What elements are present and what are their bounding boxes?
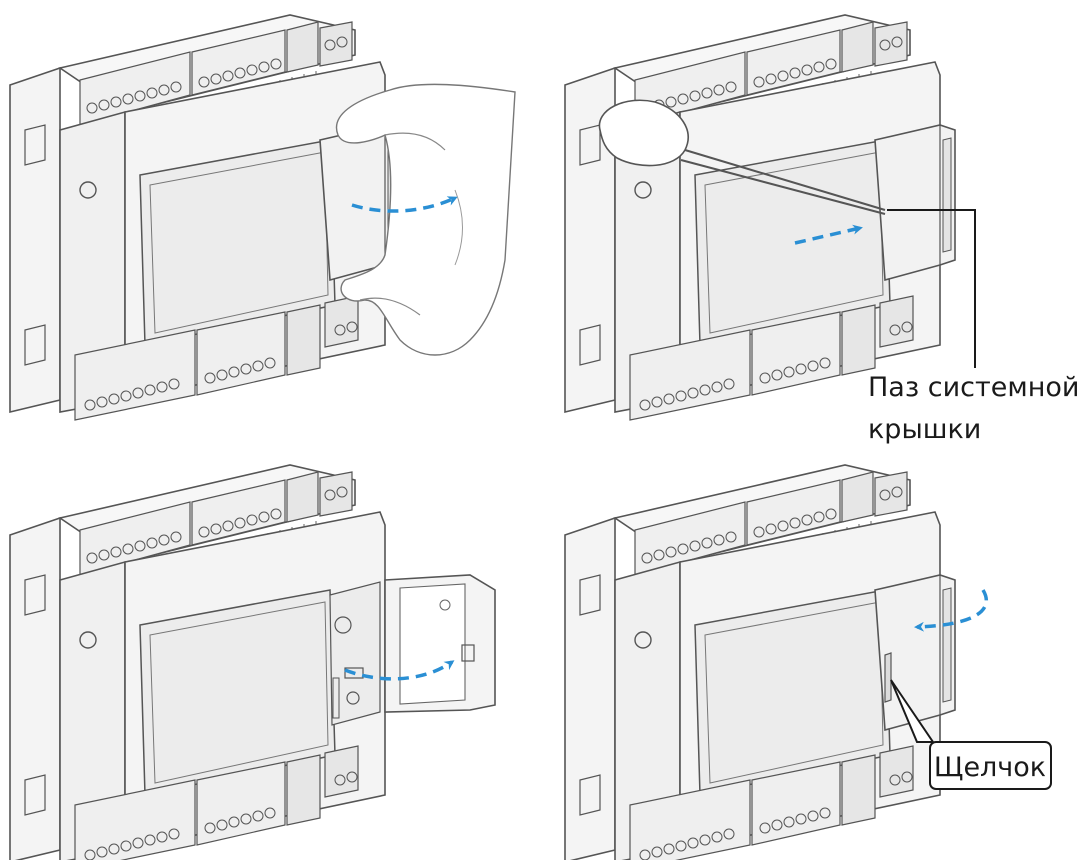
step-4-cover-close-click [564, 464, 989, 860]
pull-arrow-icon [351, 196, 458, 213]
step-3-cover-open [9, 464, 496, 860]
click-callout-pointer [890, 679, 935, 743]
click-label: Щелчок [934, 752, 1046, 783]
close-arrow-icon [914, 589, 989, 632]
groove-label-line2: крышки [868, 414, 981, 445]
groove-callout-line [887, 209, 976, 368]
open-arrow-icon [344, 660, 455, 681]
open-cover-icon [384, 574, 496, 713]
push-arrow-icon [794, 224, 863, 245]
click-callout-box [929, 741, 1052, 790]
groove-label-line1: Паз системной [868, 372, 1077, 403]
step-2-screwdriver-groove [564, 14, 976, 421]
step-1-remove-cover-by-hand [9, 14, 516, 421]
screwdriver-icon [598, 99, 886, 215]
